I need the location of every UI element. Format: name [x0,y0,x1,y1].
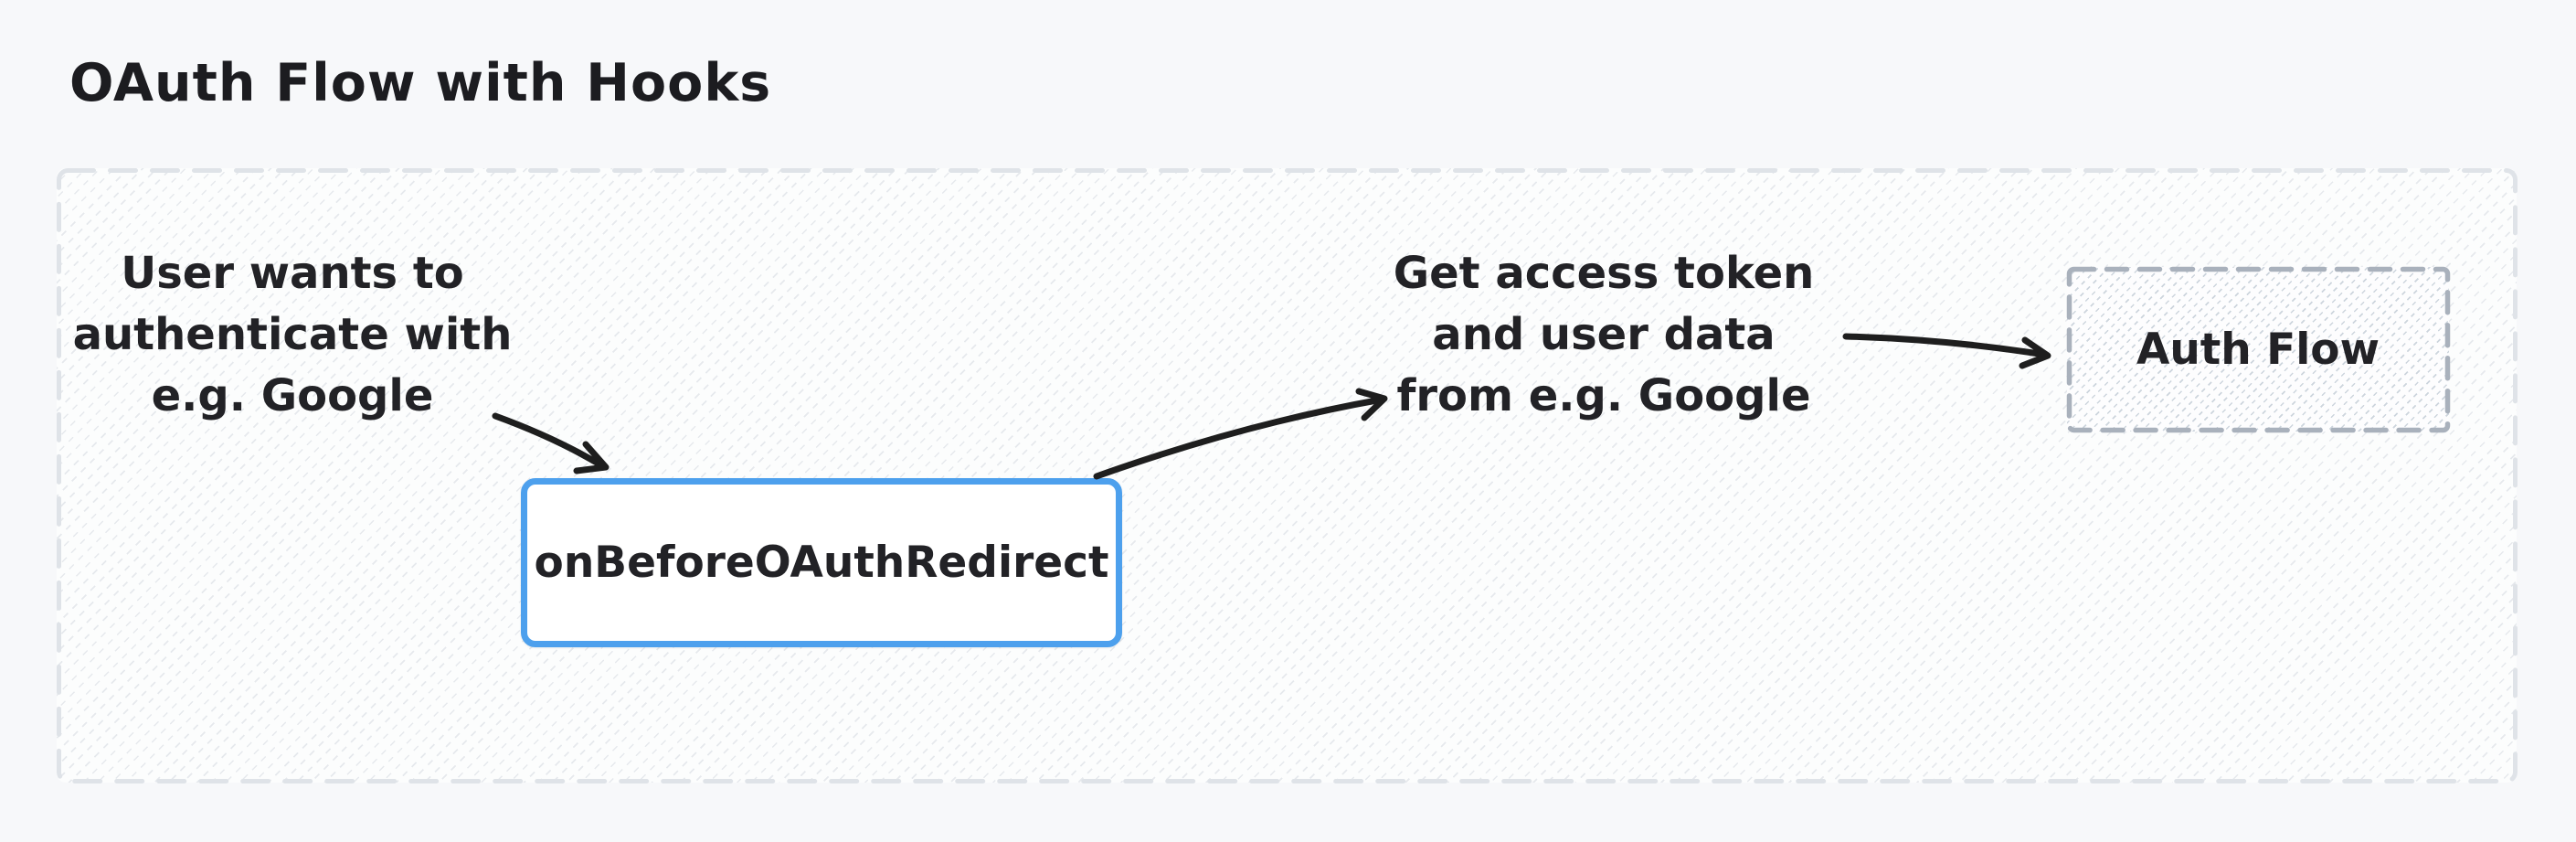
node-onbeforeoauthredirect: onBeforeOAuthRedirect [521,478,1122,647]
auth-flow-node-label: Auth Flow [2136,324,2380,375]
hook-node-label: onBeforeOAuthRedirect [534,538,1109,588]
note-get-token: Get access token and user data from e.g.… [1393,248,1815,421]
diagram-title: OAuth Flow with Hooks [69,53,772,113]
node-auth-flow: Auth Flow [2067,267,2449,432]
note-user-intent: User wants to authenticate with e.g. Goo… [72,248,513,421]
